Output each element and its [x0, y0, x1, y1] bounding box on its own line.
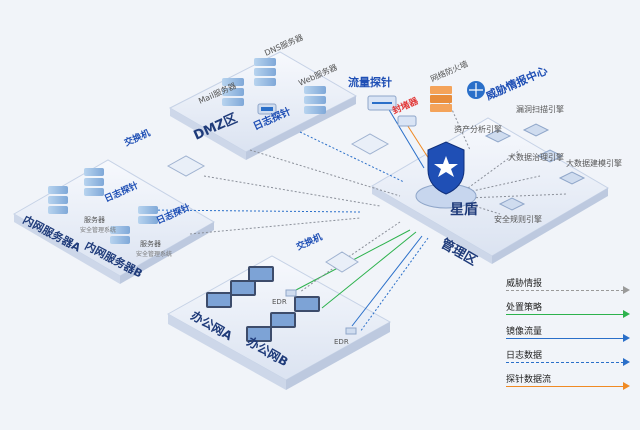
legend-item-threat-intel: 威胁情报	[502, 272, 630, 296]
intranet-server-d-icon	[138, 206, 158, 224]
shield-icon	[415, 141, 477, 209]
monitor-icon	[206, 292, 232, 308]
left-switch-label: 交换机	[122, 127, 152, 149]
legend-line	[506, 386, 624, 387]
edr-2-label: EDR	[334, 338, 349, 346]
bigdata-gov-label: 大数据治理引擎	[508, 152, 564, 162]
legend-item-probe-flow: 探针数据流	[502, 368, 630, 392]
server-b-label: 服务器	[140, 239, 161, 248]
dmz-switch-icon	[350, 133, 390, 155]
legend-label: 镜像流量	[506, 327, 543, 337]
legend-line	[506, 338, 624, 339]
bottom-switch-icon	[325, 251, 359, 273]
bigdata-model-icon	[558, 171, 586, 185]
web-server-icon	[304, 86, 326, 114]
dmz-log-probe-icon	[257, 103, 277, 115]
intranet-server-a-icon	[48, 186, 68, 214]
bigdata-gov-icon	[536, 149, 564, 163]
blocker-icon	[397, 115, 417, 127]
traffic-probe-icon	[367, 95, 397, 111]
security-rules-label: 安全规则引擎	[494, 214, 542, 224]
vuln-engine-label: 漏洞扫描引擎	[516, 104, 564, 114]
legend-label: 处置策略	[506, 303, 543, 313]
intranet-server-b-icon	[84, 168, 104, 196]
legend: 威胁情报 处置策略 镜像流量 日志数据 探针数据流	[502, 272, 630, 392]
firewall-label: 网络防火墙	[429, 58, 470, 83]
monitor-icon	[270, 312, 296, 328]
legend-item-disposal-policy: 处置策略	[502, 296, 630, 320]
threat-intel-center	[467, 81, 485, 99]
arrow-icon	[623, 310, 630, 318]
legend-label: 探针数据流	[506, 375, 552, 385]
globe-icon	[469, 83, 483, 97]
legend-label: 日志数据	[506, 351, 543, 361]
monitor-icon	[230, 280, 256, 296]
intranet-server-c-icon	[110, 226, 130, 244]
edr-2-icon	[345, 327, 357, 335]
bottom-switch-label: 交换机	[294, 231, 324, 253]
arrow-icon	[623, 382, 630, 390]
asset-engine-icon	[484, 129, 512, 143]
monitor-icon	[248, 266, 274, 282]
legend-item-log-data: 日志数据	[502, 344, 630, 368]
security-rules-icon	[498, 197, 526, 211]
sec-sys-b-label: 安全管理系统	[136, 250, 172, 258]
threat-intel-label: 威胁情报中心	[484, 63, 550, 103]
edr-1-label: EDR	[272, 298, 287, 306]
left-switch-icon	[166, 155, 206, 177]
arrow-icon	[623, 334, 630, 342]
dns-server-icon	[254, 58, 276, 86]
sec-sys-a-label: 安全管理系统	[80, 226, 116, 234]
core-label: 星盾	[450, 201, 478, 218]
arrow-icon	[623, 286, 630, 294]
monitor-icon	[246, 326, 272, 342]
mgmt-platform	[371, 117, 609, 257]
asset-engine-label: 资产分析引擎	[454, 124, 502, 134]
arrow-icon	[623, 358, 630, 366]
edr-1-icon	[285, 289, 297, 297]
firewall-icon	[430, 86, 452, 112]
traffic-probe-label: 流量探针	[348, 75, 392, 89]
vuln-engine-icon	[522, 123, 550, 137]
bigdata-model-label: 大数据建模引擎	[566, 158, 622, 168]
server-a-label: 服务器	[84, 215, 105, 224]
legend-item-mirror-traffic: 镜像流量	[502, 320, 630, 344]
legend-line	[506, 314, 624, 315]
legend-line	[506, 290, 624, 291]
legend-line	[506, 362, 624, 363]
mail-server-icon	[222, 78, 244, 106]
monitor-icon	[294, 296, 320, 312]
legend-label: 威胁情报	[506, 279, 543, 289]
